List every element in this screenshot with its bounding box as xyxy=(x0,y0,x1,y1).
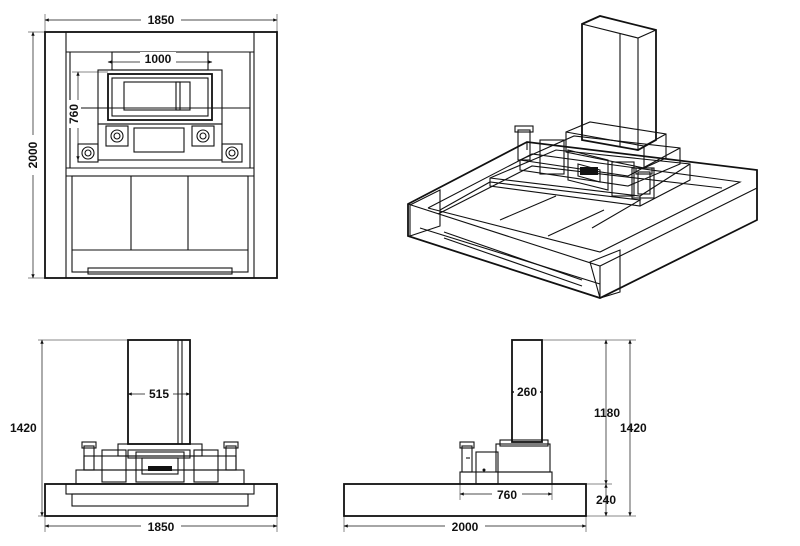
side-stone-height-label: 1180 xyxy=(594,406,620,420)
front-stone-width-label: 515 xyxy=(149,387,169,401)
side-stone-depth-label: 260 xyxy=(517,385,537,399)
side-base-height-label: 240 xyxy=(596,493,616,507)
plan-dimensions: 1850 2000 1000 760 xyxy=(26,12,278,279)
isometric-view xyxy=(407,15,758,299)
front-height-label: 1420 xyxy=(10,421,37,435)
plan-width-label: 1850 xyxy=(148,13,175,27)
plan-inner-height-label: 760 xyxy=(67,104,81,124)
plan-inner-width-label: 1000 xyxy=(145,52,172,66)
plan-view xyxy=(44,31,278,279)
front-elevation-dimensions: 1420 515 1850 xyxy=(10,339,278,534)
plan-depth-label: 2000 xyxy=(26,141,40,168)
side-elevation xyxy=(343,339,587,517)
side-elevation-dimensions: 260 1180 1420 240 760 2000 xyxy=(343,339,647,534)
side-length-label: 2000 xyxy=(452,520,479,534)
side-total-height-label: 1420 xyxy=(620,421,647,435)
side-platform-depth-label: 760 xyxy=(497,488,517,502)
front-elevation xyxy=(44,339,278,517)
front-width-label: 1850 xyxy=(148,520,175,534)
